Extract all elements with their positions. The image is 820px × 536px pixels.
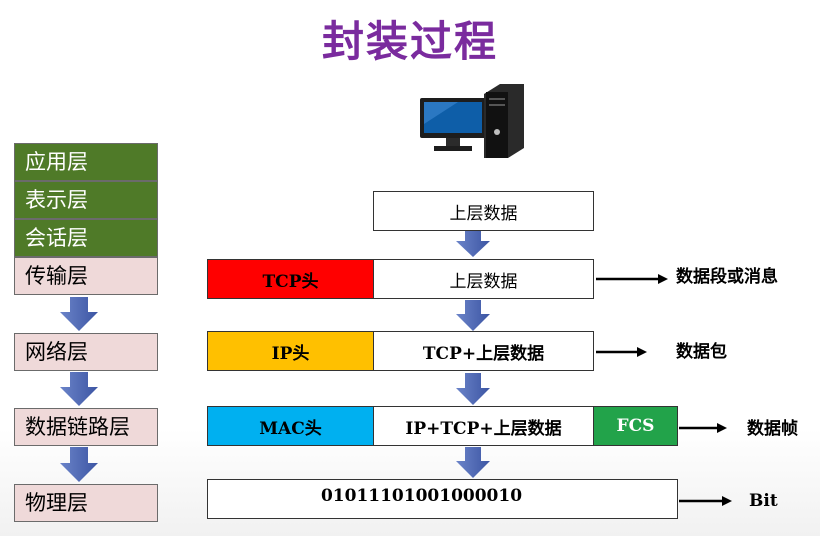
transport-data-label: 上层数据: [450, 267, 518, 292]
pdu-segment-label: 数据段或消息: [676, 267, 778, 287]
pdu-arrow-head: [722, 496, 732, 506]
encapsulation-down-arrow: [456, 228, 490, 257]
fcs-trailer-box: FCS: [593, 406, 678, 446]
layer-down-arrow: [60, 372, 98, 406]
encapsulation-down-arrow: [456, 300, 490, 331]
mac-header-label: MAC头: [259, 414, 322, 439]
transport-data-box: 上层数据: [373, 259, 594, 299]
pdu-frame-label: 数据帧: [747, 419, 798, 439]
top-data-label: 上层数据: [450, 199, 518, 224]
encapsulation-down-arrow: [456, 373, 490, 405]
pdu-packet-label: 数据包: [676, 342, 727, 362]
pdu-arrow-head: [658, 274, 668, 284]
layer-down-arrow: [60, 297, 98, 331]
bitstream-box: 01011101001000010: [207, 479, 678, 519]
datalink-data-label: IP+TCP+上层数据: [405, 414, 561, 439]
layer-down-arrow: [60, 447, 98, 482]
fcs-label: FCS: [617, 416, 655, 436]
network-data-box: TCP+上层数据: [373, 331, 594, 371]
tcp-header-box: TCP头: [207, 259, 374, 299]
bitstream-label: 01011101001000010: [321, 486, 522, 506]
ip-header-label: IP头: [272, 339, 310, 364]
encapsulation-down-arrow: [456, 447, 490, 478]
top-data-box: 上层数据: [373, 191, 594, 231]
pdu-bit-label: Bit: [749, 491, 778, 511]
ip-header-box: IP头: [207, 331, 374, 371]
mac-header-box: MAC头: [207, 406, 374, 446]
pdu-arrow-head: [717, 423, 727, 433]
tcp-header-label: TCP头: [263, 267, 319, 292]
pdu-arrow-head: [637, 347, 647, 357]
datalink-data-box: IP+TCP+上层数据: [373, 406, 594, 446]
network-data-label: TCP+上层数据: [423, 339, 544, 364]
